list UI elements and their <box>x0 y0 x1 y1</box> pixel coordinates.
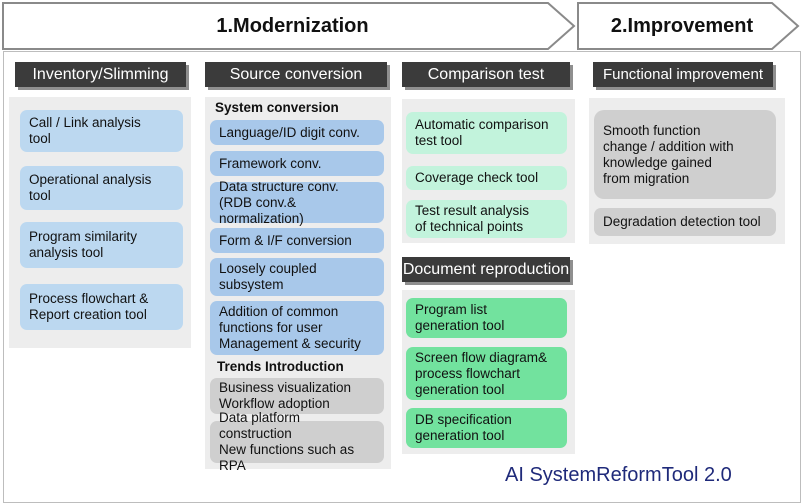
functional-item: Degradation detection tool <box>594 208 776 236</box>
system-conversion-item: Framework conv. <box>210 151 384 176</box>
trends-introduction-title: Trends Introduction <box>217 359 344 374</box>
document-item: Program list generation tool <box>406 298 567 338</box>
system-conversion-item: Language/ID digit conv. <box>210 120 384 145</box>
comparison-item: Test result analysis of technical points <box>406 200 567 238</box>
source-header: Source conversion <box>205 62 387 87</box>
improvement-arrow <box>577 2 800 50</box>
trends-item: Data platform construction New functions… <box>210 410 384 473</box>
trends-item: Business visualization Workflow adoption <box>210 378 384 414</box>
inventory-item: Process flowchart & Report creation tool <box>20 284 183 330</box>
system-conversion-item: Data structure conv. (RDB conv.& normali… <box>210 179 384 226</box>
functional-item: Smooth function change / addition with k… <box>594 110 776 199</box>
inventory-item: Operational analysis tool <box>20 166 183 210</box>
comparison-header: Comparison test <box>402 62 570 87</box>
document-item: Screen flow diagram& process flowchart g… <box>406 347 567 400</box>
functional-header: Functional improvement <box>593 62 773 87</box>
system-conversion-title: System conversion <box>215 100 339 115</box>
system-conversion-item: Addition of common functions for user Ma… <box>210 301 384 355</box>
modernization-arrow <box>2 2 576 50</box>
system-conversion-item: Loosely coupled subsystem <box>210 258 384 296</box>
document-header: Document reproduction <box>402 257 570 282</box>
comparison-item: Coverage check tool <box>406 166 567 190</box>
improvement-label: 2.Improvement <box>610 15 754 37</box>
inventory-item: Call / Link analysis tool <box>20 110 183 152</box>
document-item: DB specification generation tool <box>406 408 567 448</box>
inventory-item: Program similarity analysis tool <box>20 222 183 268</box>
brand-title: AI SystemReformTool 2.0 <box>505 464 732 486</box>
system-conversion-item: Form & I/F conversion <box>210 228 384 253</box>
inventory-header: Inventory/Slimming <box>15 62 186 87</box>
comparison-item: Automatic comparison test tool <box>406 112 567 154</box>
modernization-label: 1.Modernization <box>216 15 369 37</box>
